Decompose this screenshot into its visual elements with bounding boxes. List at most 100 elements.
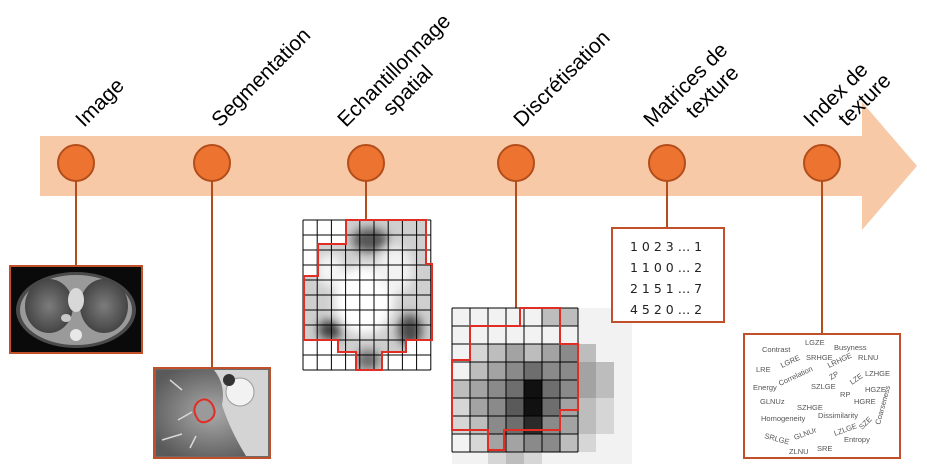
- feature-word: SZLGE: [811, 382, 836, 391]
- node-discretisation: [497, 144, 535, 182]
- step-label-sampling: Echantillonnage spatial: [333, 5, 476, 148]
- gray-level-cell: [452, 362, 470, 380]
- gray-level-cell: [524, 434, 542, 452]
- matrix-row: 4 5 2 0 … 2: [630, 302, 702, 317]
- feature-word: SRE: [817, 444, 832, 453]
- gray-level-cell: [596, 380, 614, 398]
- feature-word: RLNU: [858, 353, 878, 362]
- gray-level-cell: [542, 416, 560, 434]
- timeline-nodes: [57, 144, 841, 182]
- feature-word: Entropy: [844, 435, 870, 444]
- gray-level-cell: [470, 326, 488, 344]
- feature-word: SZHGE: [797, 403, 823, 412]
- gray-level-cell: [560, 344, 578, 362]
- timeline-arrow: [40, 102, 917, 230]
- gray-level-cell: [542, 308, 560, 326]
- feature-word: Dissimilarity: [818, 411, 858, 420]
- matrix-row: 1 1 0 0 … 2: [630, 260, 702, 275]
- gray-level-cell: [596, 344, 614, 362]
- gray-level-cell: [506, 362, 524, 380]
- gray-level-cell: [614, 416, 632, 434]
- gray-level-cell: [578, 416, 596, 434]
- gray-level-cell: [470, 434, 488, 452]
- gray-level-cell: [614, 380, 632, 398]
- gray-level-cell: [560, 326, 578, 344]
- sampling-grid: [302, 219, 433, 371]
- gray-level-cell: [524, 380, 542, 398]
- gray-level-cell: [542, 434, 560, 452]
- gray-level-cell: [614, 344, 632, 362]
- matrix-row: 1 0 2 3 … 1: [630, 239, 702, 254]
- gray-level-cell: [470, 452, 488, 464]
- gray-level-cell: [470, 416, 488, 434]
- feature-word: HGZE: [865, 385, 886, 394]
- gray-level-cell: [470, 362, 488, 380]
- gray-level-cell: [470, 344, 488, 362]
- node-sampling: [347, 144, 385, 182]
- gray-level-cell: [488, 344, 506, 362]
- gray-level-cell: [560, 398, 578, 416]
- gray-level-cell: [596, 326, 614, 344]
- gray-level-cell: [596, 452, 614, 464]
- gray-level-cell: [560, 308, 578, 326]
- gray-level-cell: [542, 362, 560, 380]
- gray-level-cell: [542, 326, 560, 344]
- feature-word: SRHGE: [806, 353, 833, 362]
- gray-level-cell: [578, 434, 596, 452]
- connectors: [75, 181, 823, 368]
- gray-level-cell: [524, 344, 542, 362]
- gray-level-cell: [488, 308, 506, 326]
- gray-level-cell: [542, 344, 560, 362]
- gray-level-cell: [452, 344, 470, 362]
- gray-level-cell: [524, 416, 542, 434]
- feature-word: LZHGE: [865, 369, 890, 378]
- gray-level-cell: [452, 308, 470, 326]
- feature-word: Energy: [753, 383, 777, 392]
- gray-level-cell: [488, 416, 506, 434]
- gray-level-cell: [578, 362, 596, 380]
- gray-level-cell: [470, 398, 488, 416]
- feature-word: ZLNU: [789, 447, 809, 456]
- gray-level-cell: [578, 308, 596, 326]
- node-matrices: [648, 144, 686, 182]
- gray-level-cell: [506, 398, 524, 416]
- gray-level-cell: [488, 434, 506, 452]
- feature-word: Busyness: [834, 343, 867, 352]
- gray-level-cell: [578, 344, 596, 362]
- gray-level-cell: [488, 380, 506, 398]
- step-label-segmentation: Segmentation: [207, 24, 315, 132]
- gray-level-cell: [506, 380, 524, 398]
- feature-word: LRE: [756, 365, 771, 374]
- gray-level-cell: [614, 398, 632, 416]
- node-segmentation: [193, 144, 231, 182]
- gray-level-cell: [578, 452, 596, 464]
- gray-level-cell: [560, 416, 578, 434]
- gray-level-cell: [470, 380, 488, 398]
- gray-level-cell: [506, 344, 524, 362]
- gray-level-cell: [452, 326, 470, 344]
- gray-level-cell: [596, 362, 614, 380]
- gray-level-cell: [488, 362, 506, 380]
- gray-level-cell: [542, 380, 560, 398]
- gray-level-cell: [470, 308, 488, 326]
- gray-level-cell: [614, 452, 632, 464]
- gray-level-cell: [506, 434, 524, 452]
- gray-level-cell: [488, 452, 506, 464]
- gray-level-cell: [452, 380, 470, 398]
- feature-word: LGZE: [805, 338, 825, 347]
- feature-word: ZP: [828, 369, 841, 382]
- gray-level-cell: [524, 326, 542, 344]
- gray-level-cell: [596, 308, 614, 326]
- matrix-row: 2 1 5 1 … 7: [630, 281, 702, 296]
- texture-matrix-box: 1 0 2 3 … 1 1 1 0 0 … 2 2 1 5 1 … 7 4 5 …: [611, 227, 725, 323]
- gray-level-cell: [488, 398, 506, 416]
- feature-word: GLNUz: [760, 397, 785, 406]
- gray-level-cell: [524, 308, 542, 326]
- gray-level-cell: [524, 398, 542, 416]
- step-label-image: Image: [71, 74, 129, 132]
- gray-level-cell: [506, 308, 524, 326]
- node-index: [803, 144, 841, 182]
- feature-word: Contrast: [762, 345, 791, 354]
- gray-level-cell: [596, 416, 614, 434]
